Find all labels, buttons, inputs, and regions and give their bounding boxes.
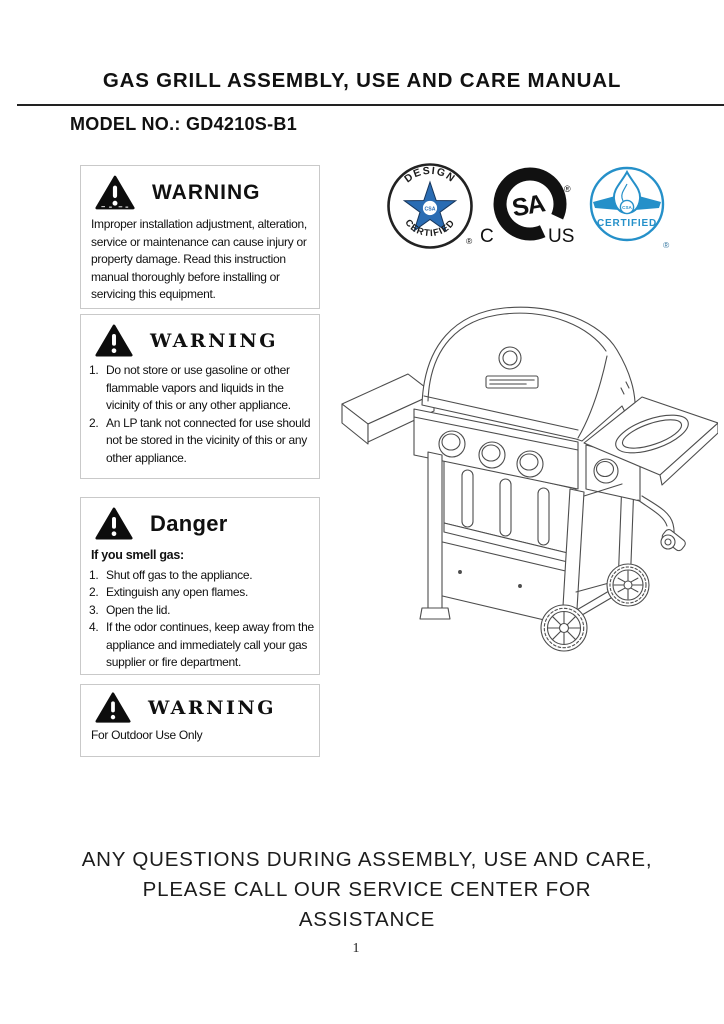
grill-front-wheel	[540, 604, 588, 652]
csa-logo: SA ® C US	[480, 167, 574, 247]
danger-box-smell-gas: Danger If you smell gas: 1. Shut off gas…	[80, 497, 320, 675]
registered-mark: ®	[564, 184, 571, 194]
list-item: 1. Shut off gas to the appliance.	[89, 567, 315, 585]
item-text: Extinguish any open flames.	[106, 585, 248, 599]
danger-header: Danger	[81, 498, 319, 543]
item-number: 1.	[89, 567, 99, 582]
item-number: 2.	[89, 585, 99, 599]
item-number: 4.	[89, 620, 99, 634]
footer-line-3: ASSISTANCE	[298, 908, 436, 931]
grill-control-knobs	[438, 430, 619, 484]
registered-mark: ®	[663, 240, 670, 250]
list-item: 4. If the odor continues, keep away from…	[89, 619, 315, 672]
danger-lead: If you smell gas:	[91, 548, 184, 562]
csa-mark-letters: SA	[510, 189, 548, 222]
warning-triangle-icon	[95, 507, 133, 540]
warning-header: WARNING	[81, 685, 319, 726]
item-text: If the odor continues, keep away from th…	[106, 620, 314, 669]
list-item: 2. Extinguish any open flames.	[89, 584, 315, 602]
list-item: 1. Do not store or use gasoline or other…	[89, 362, 315, 415]
item-text: Shut off gas to the appliance.	[106, 567, 253, 582]
warning-triangle-icon	[95, 175, 135, 210]
registered-mark: ®	[466, 236, 473, 246]
list-item: 3. Open the lid.	[89, 602, 315, 620]
certified-label: CERTIFIED	[597, 218, 657, 229]
item-text: Do not store or use gasoline or other fl…	[106, 363, 291, 412]
grill-side-table	[583, 396, 718, 486]
item-text: Open the lid.	[106, 602, 171, 617]
right-wing-icon	[635, 195, 661, 210]
warning-header: WARNING	[81, 166, 319, 213]
warning-heading: WARNING	[148, 696, 277, 719]
model-number: MODEL NO.: GD4210S-B1	[70, 114, 298, 134]
footer-line-1: ANY QUESTIONS DURING ASSEMBLY, USE AND C…	[81, 848, 653, 871]
item-text: An LP tank not connected for use should …	[106, 415, 311, 465]
grill-rear-wheel	[606, 563, 650, 607]
warning-header: WARNING	[81, 315, 319, 360]
warning-body: For Outdoor Use Only	[91, 728, 203, 742]
item-number: 3.	[89, 602, 99, 617]
list-item: 2. An LP tank not connected for use shou…	[89, 415, 315, 468]
footer-line-2: PLEASE CALL OUR SERVICE CENTER FOR	[142, 878, 592, 901]
danger-list: 1. Shut off gas to the appliance. 2. Ext…	[89, 567, 315, 672]
warning-heading: WARNING	[150, 329, 279, 352]
warning-list: 1. Do not store or use gasoline or other…	[89, 362, 315, 467]
csa-medallion-text: CSA	[425, 206, 436, 212]
footer-note: ANY QUESTIONS DURING ASSEMBLY, USE AND C…	[10, 845, 724, 935]
item-number: 1.	[89, 363, 99, 377]
warning-heading: WARNING	[152, 180, 261, 204]
page-title: GAS GRILL ASSEMBLY, USE AND CARE MANUAL	[102, 69, 622, 92]
danger-heading: Danger	[150, 510, 228, 536]
warning-box-flammable-vapors: WARNING 1. Do not store or use gasoline …	[80, 314, 320, 479]
page-number: 1	[352, 941, 360, 956]
warning-body: Improper installation adjustment, altera…	[91, 217, 307, 301]
warning-box-improper-installation: WARNING Improper installation adjustment…	[80, 165, 320, 309]
csa-medallion-text: CSA	[622, 205, 632, 210]
warning-box-outdoor-use: WARNING For Outdoor Use Only	[80, 684, 320, 757]
item-number: 2.	[89, 415, 99, 430]
title-rule	[17, 104, 724, 106]
grill-left-shelf	[341, 373, 435, 445]
csa-c-label: C	[480, 226, 494, 247]
grill-hose-regulator	[637, 495, 686, 552]
design-certified-logo: DESIGN CERTIFIED CSA ®	[387, 163, 473, 249]
left-wing-icon	[593, 195, 619, 210]
csa-blue-certified-logo: CSA CERTIFIED ®	[589, 166, 670, 250]
gas-grill-illustration	[341, 306, 718, 652]
warning-triangle-icon	[95, 324, 133, 357]
warning-triangle-icon	[95, 692, 131, 723]
csa-us-label: US	[548, 226, 574, 247]
